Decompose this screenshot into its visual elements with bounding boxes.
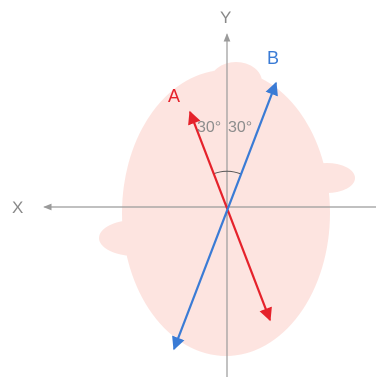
shape-left-lobe bbox=[99, 220, 171, 256]
line-b bbox=[172, 81, 278, 351]
angle-label-right: 30° bbox=[228, 119, 252, 136]
angle-label-left: 30° bbox=[197, 119, 221, 136]
line-a-label: A bbox=[168, 86, 180, 106]
shape-right-lobe bbox=[299, 163, 355, 193]
y-axis-label: Y bbox=[220, 8, 231, 27]
line-b-label: B bbox=[267, 48, 279, 68]
x-axis-label: X bbox=[12, 198, 23, 217]
shape-top-lobe bbox=[210, 62, 262, 102]
